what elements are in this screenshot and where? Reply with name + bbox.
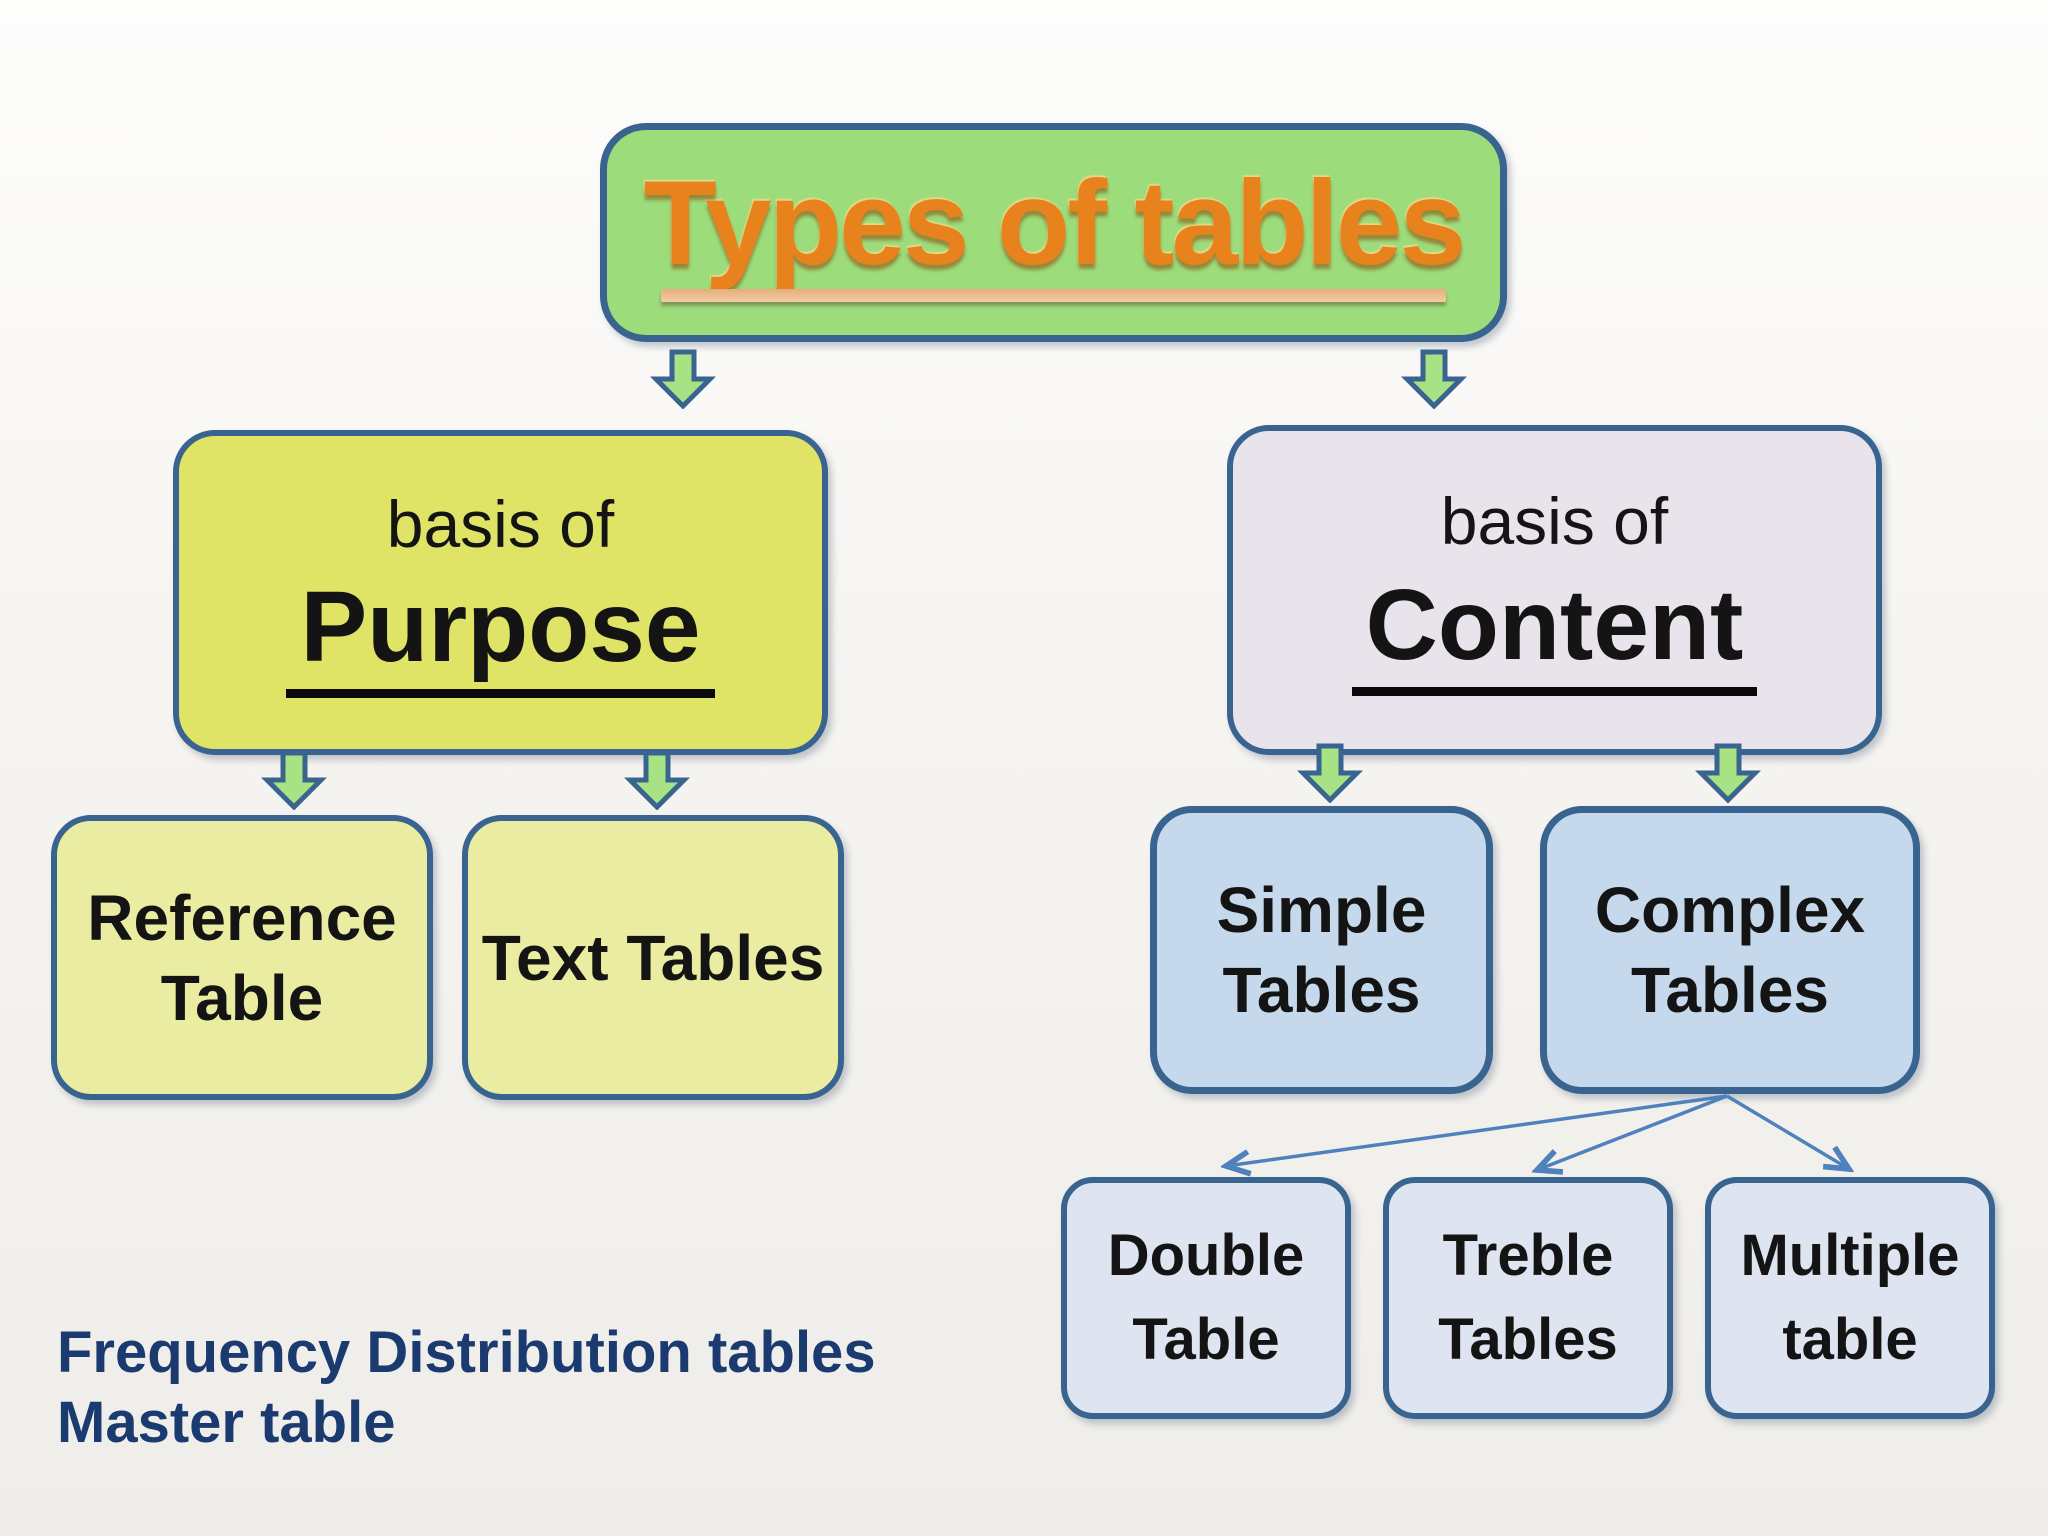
node-reference-table: Reference Table bbox=[51, 815, 433, 1100]
connector-to-multiple-table bbox=[1726, 1094, 1849, 1169]
node-label: Treble Tables bbox=[1438, 1222, 1618, 1372]
down-arrow-icon bbox=[624, 750, 690, 810]
node-text-tables: Text Tables bbox=[462, 815, 844, 1100]
node-treble-tables: Treble Tables bbox=[1383, 1177, 1673, 1419]
branch-prefix: basis of bbox=[1440, 484, 1669, 559]
branch-prefix: basis of bbox=[386, 486, 615, 561]
down-arrow-icon bbox=[1297, 743, 1363, 803]
branch-label-content: Content bbox=[1351, 568, 1758, 696]
footer-line-2: Master table bbox=[57, 1389, 396, 1455]
node-basis-of-content: basis of Content bbox=[1227, 425, 1882, 755]
branch-label-purpose: Purpose bbox=[286, 570, 715, 699]
node-double-table: Double Table bbox=[1061, 1177, 1351, 1419]
node-label: Multiple table bbox=[1740, 1222, 1960, 1372]
page-title: Types of tables bbox=[643, 156, 1467, 290]
footer-line-1: Frequency Distribution tables bbox=[57, 1320, 876, 1385]
node-label: Text Tables bbox=[481, 921, 825, 994]
node-simple-tables: Simple Tables bbox=[1150, 806, 1493, 1094]
down-arrow-icon bbox=[650, 349, 716, 409]
title-underline bbox=[660, 289, 1447, 302]
connector-to-double-table bbox=[1226, 1094, 1728, 1166]
down-arrow-icon bbox=[1695, 743, 1761, 803]
node-label: Simple Tables bbox=[1216, 874, 1427, 1026]
node-types-of-tables: Types of tables bbox=[600, 123, 1507, 342]
node-label: Reference Table bbox=[87, 881, 397, 1034]
node-multiple-table: Multiple table bbox=[1705, 1177, 1995, 1419]
down-arrow-icon bbox=[261, 750, 327, 810]
node-complex-tables: Complex Tables bbox=[1540, 806, 1920, 1094]
node-label: Double Table bbox=[1107, 1222, 1305, 1372]
connector-to-treble-tables bbox=[1537, 1094, 1728, 1170]
node-basis-of-purpose: basis of Purpose bbox=[173, 430, 828, 755]
footer-annotation: Frequency Distribution tables Master tab… bbox=[57, 1318, 876, 1457]
node-label: Complex Tables bbox=[1594, 874, 1866, 1026]
down-arrow-icon bbox=[1401, 349, 1467, 409]
